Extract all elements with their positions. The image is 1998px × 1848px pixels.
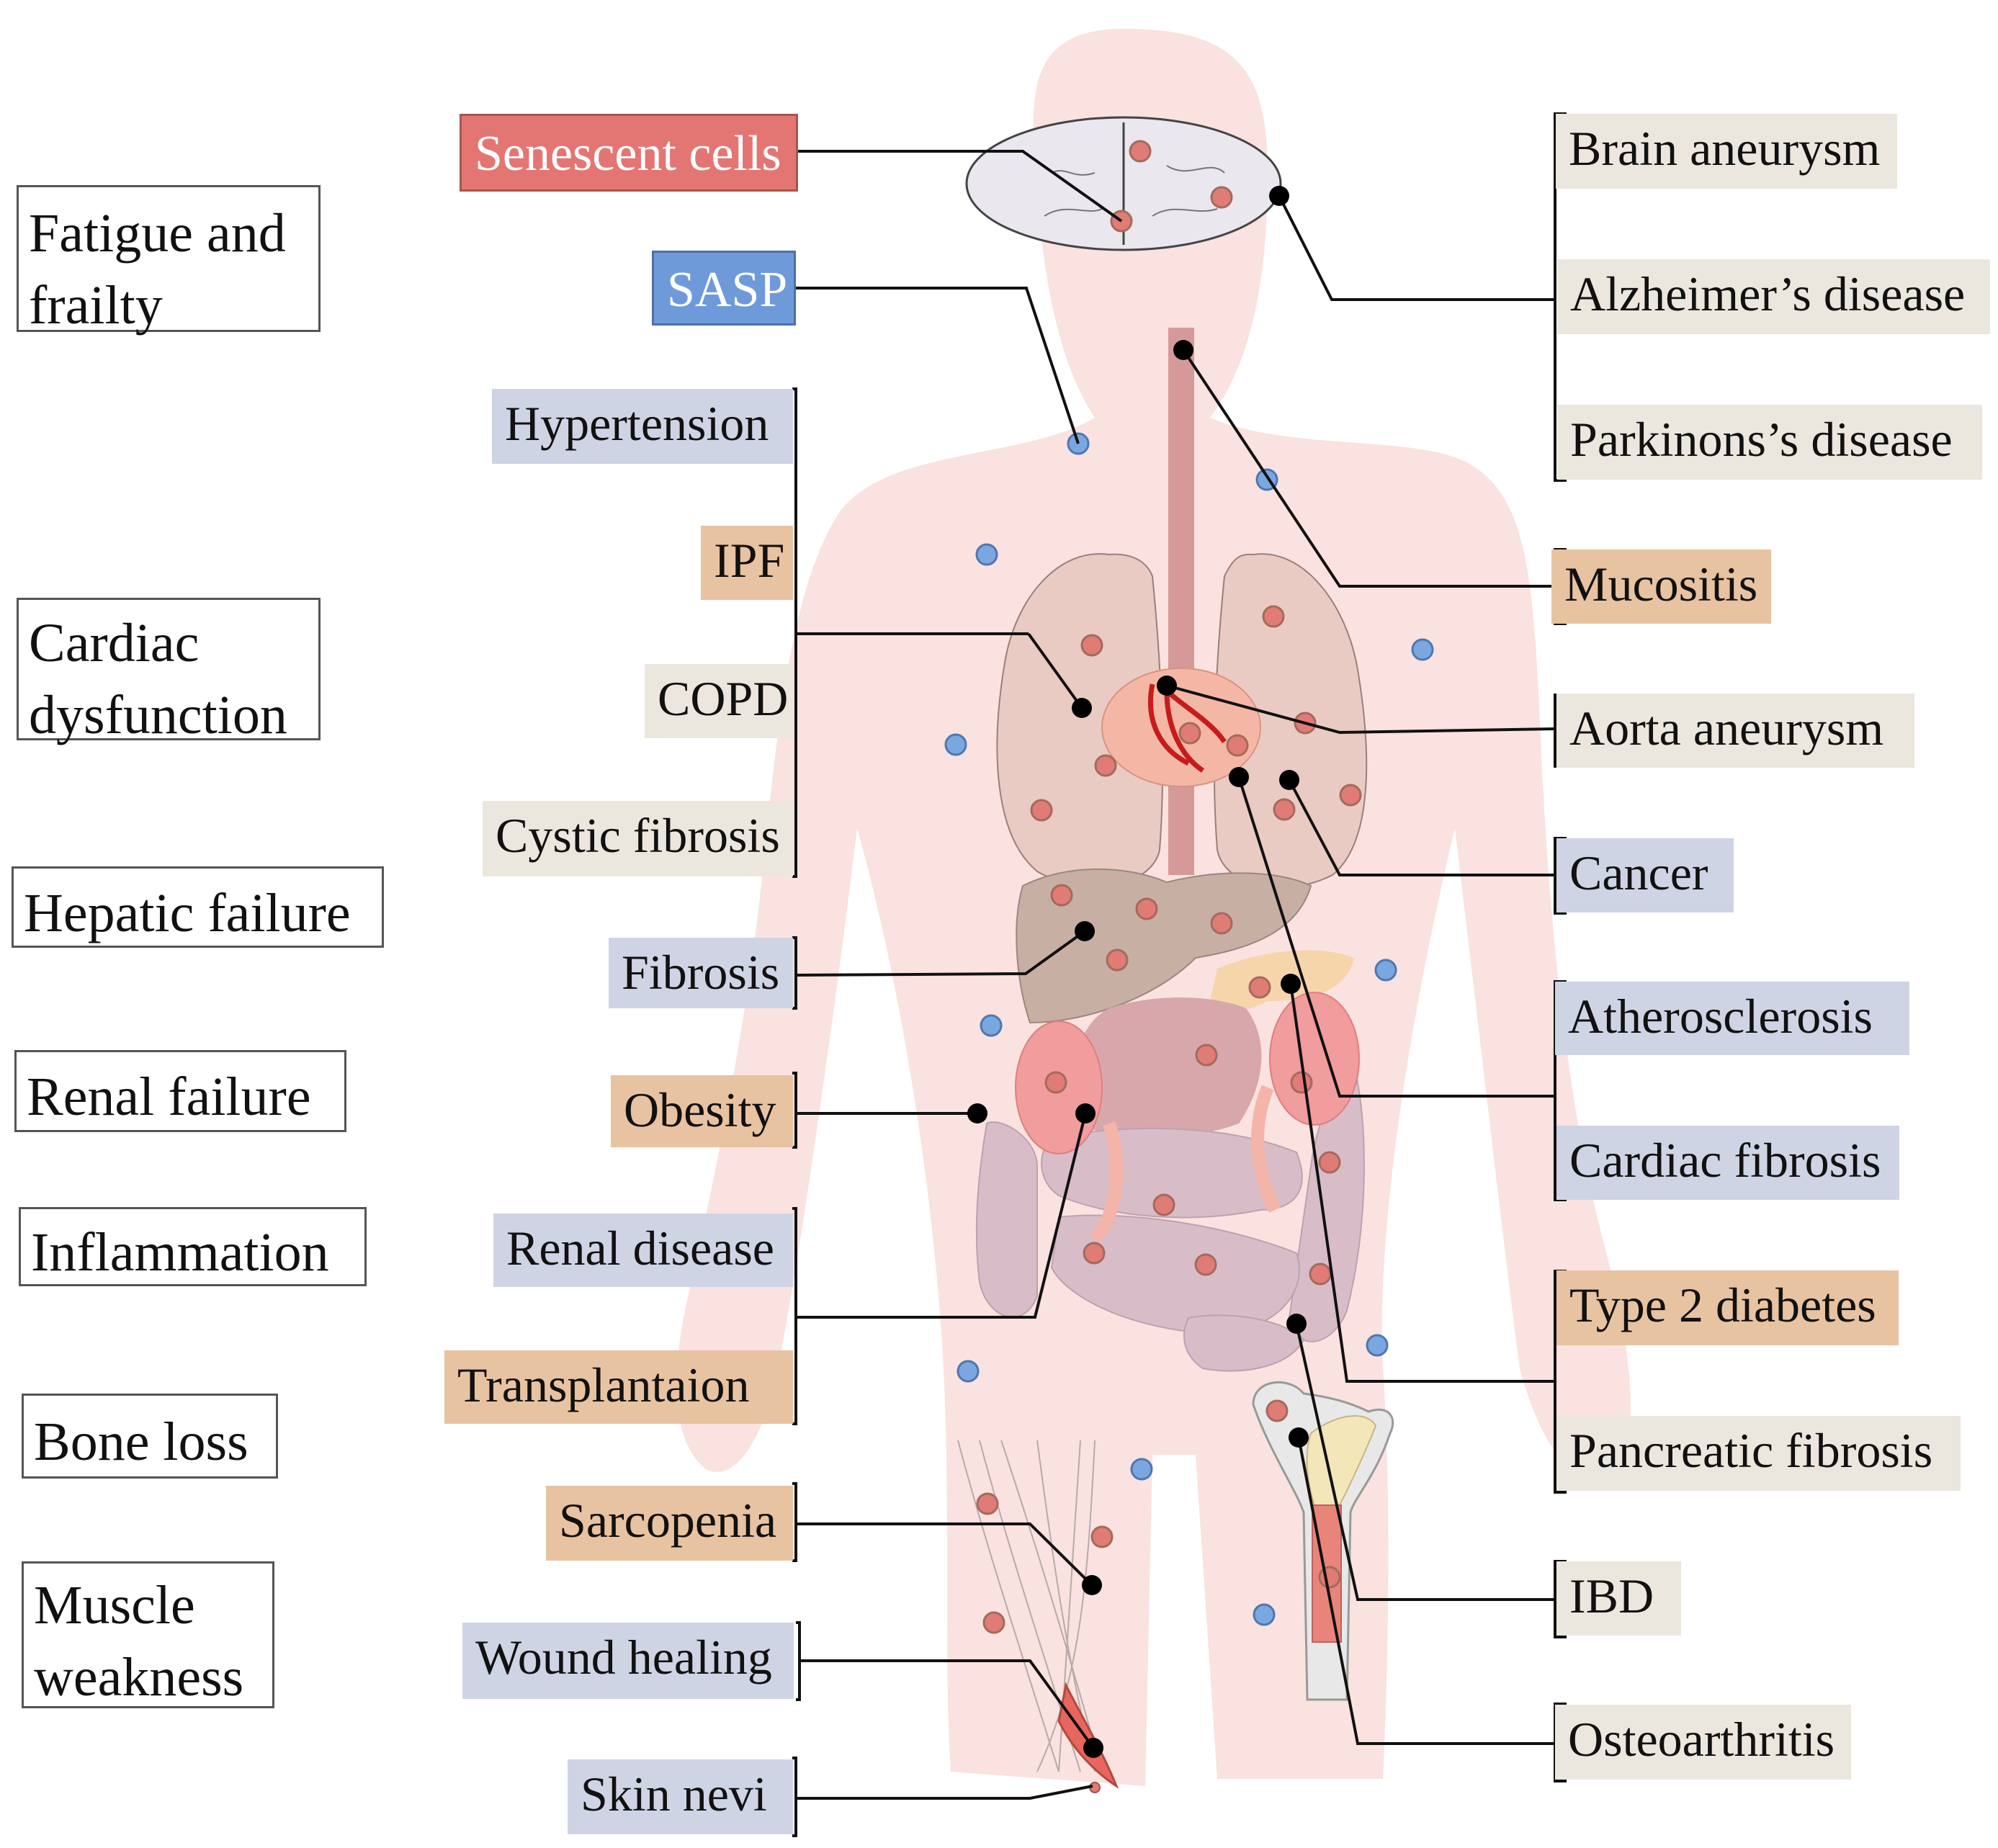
label-transplantation: Transplantaion — [444, 1350, 793, 1424]
label-wound-healing: Wound healing — [462, 1623, 794, 1699]
intestines — [975, 1064, 1365, 1372]
consequence-inflammation: Inflammation — [19, 1207, 367, 1286]
connector-endpoints — [967, 186, 1309, 1758]
label-cystic-fibrosis: Cystic fibrosis — [483, 801, 793, 876]
consequence-hepatic-failure: Hepatic failure — [12, 866, 384, 948]
label-cancer: Cancer — [1556, 838, 1734, 912]
consequence-muscle-weakness: Muscle weakness — [22, 1561, 274, 1708]
label-osteoarthritis: Osteoarthritis — [1555, 1705, 1851, 1780]
senescent-cells-legend: Senescent cells — [460, 114, 798, 192]
label-sarcopenia: Sarcopenia — [546, 1486, 793, 1561]
label-ipf: IPF — [701, 526, 793, 600]
liver — [1016, 868, 1312, 1024]
label-obesity: Obesity — [611, 1075, 793, 1147]
label-renal-disease: Renal disease — [493, 1214, 793, 1287]
label-ibd: IBD — [1556, 1561, 1681, 1636]
stomach — [1071, 997, 1262, 1137]
label-aorta-aneurysm: Aorta aneurysm — [1556, 694, 1914, 768]
label-fibrosis: Fibrosis — [609, 938, 793, 1008]
label-brain-aneurysm: Brain aneurysm — [1556, 114, 1897, 189]
label-atherosclerosis: Atherosclerosis — [1555, 982, 1909, 1055]
consequence-bone-loss: Bone loss — [22, 1394, 278, 1479]
label-copd: COPD — [645, 664, 793, 738]
consequence-cardiac-dysfunction: Cardiac dysfunction — [17, 598, 321, 745]
esophagus — [1168, 328, 1194, 875]
skin-wound — [1057, 1682, 1119, 1789]
label-alzheimers: Alzheimer’s disease — [1557, 259, 1990, 334]
label-pancreatic-fibrosis: Pancreatic fibrosis — [1556, 1416, 1961, 1491]
label-cardiac-fibrosis: Cardiac fibrosis — [1556, 1126, 1899, 1200]
senescent-cell-dots — [976, 140, 1362, 1634]
label-type2-diabetes: Type 2 diabetes — [1556, 1270, 1899, 1345]
sasp-dots — [944, 432, 1434, 1626]
label-skin-nevi: Skin nevi — [568, 1759, 793, 1834]
brain — [965, 116, 1282, 251]
label-hypertension: Hypertension — [492, 389, 793, 464]
label-mucositis: Mucositis — [1551, 550, 1771, 624]
consequence-renal-failure: Renal failure — [14, 1050, 346, 1132]
consequence-fatigue-frailty: Fatigue and frailty — [17, 185, 321, 336]
sasp-legend: SASP — [652, 251, 796, 326]
label-parkinsons: Parkinons’s disease — [1557, 405, 1982, 480]
